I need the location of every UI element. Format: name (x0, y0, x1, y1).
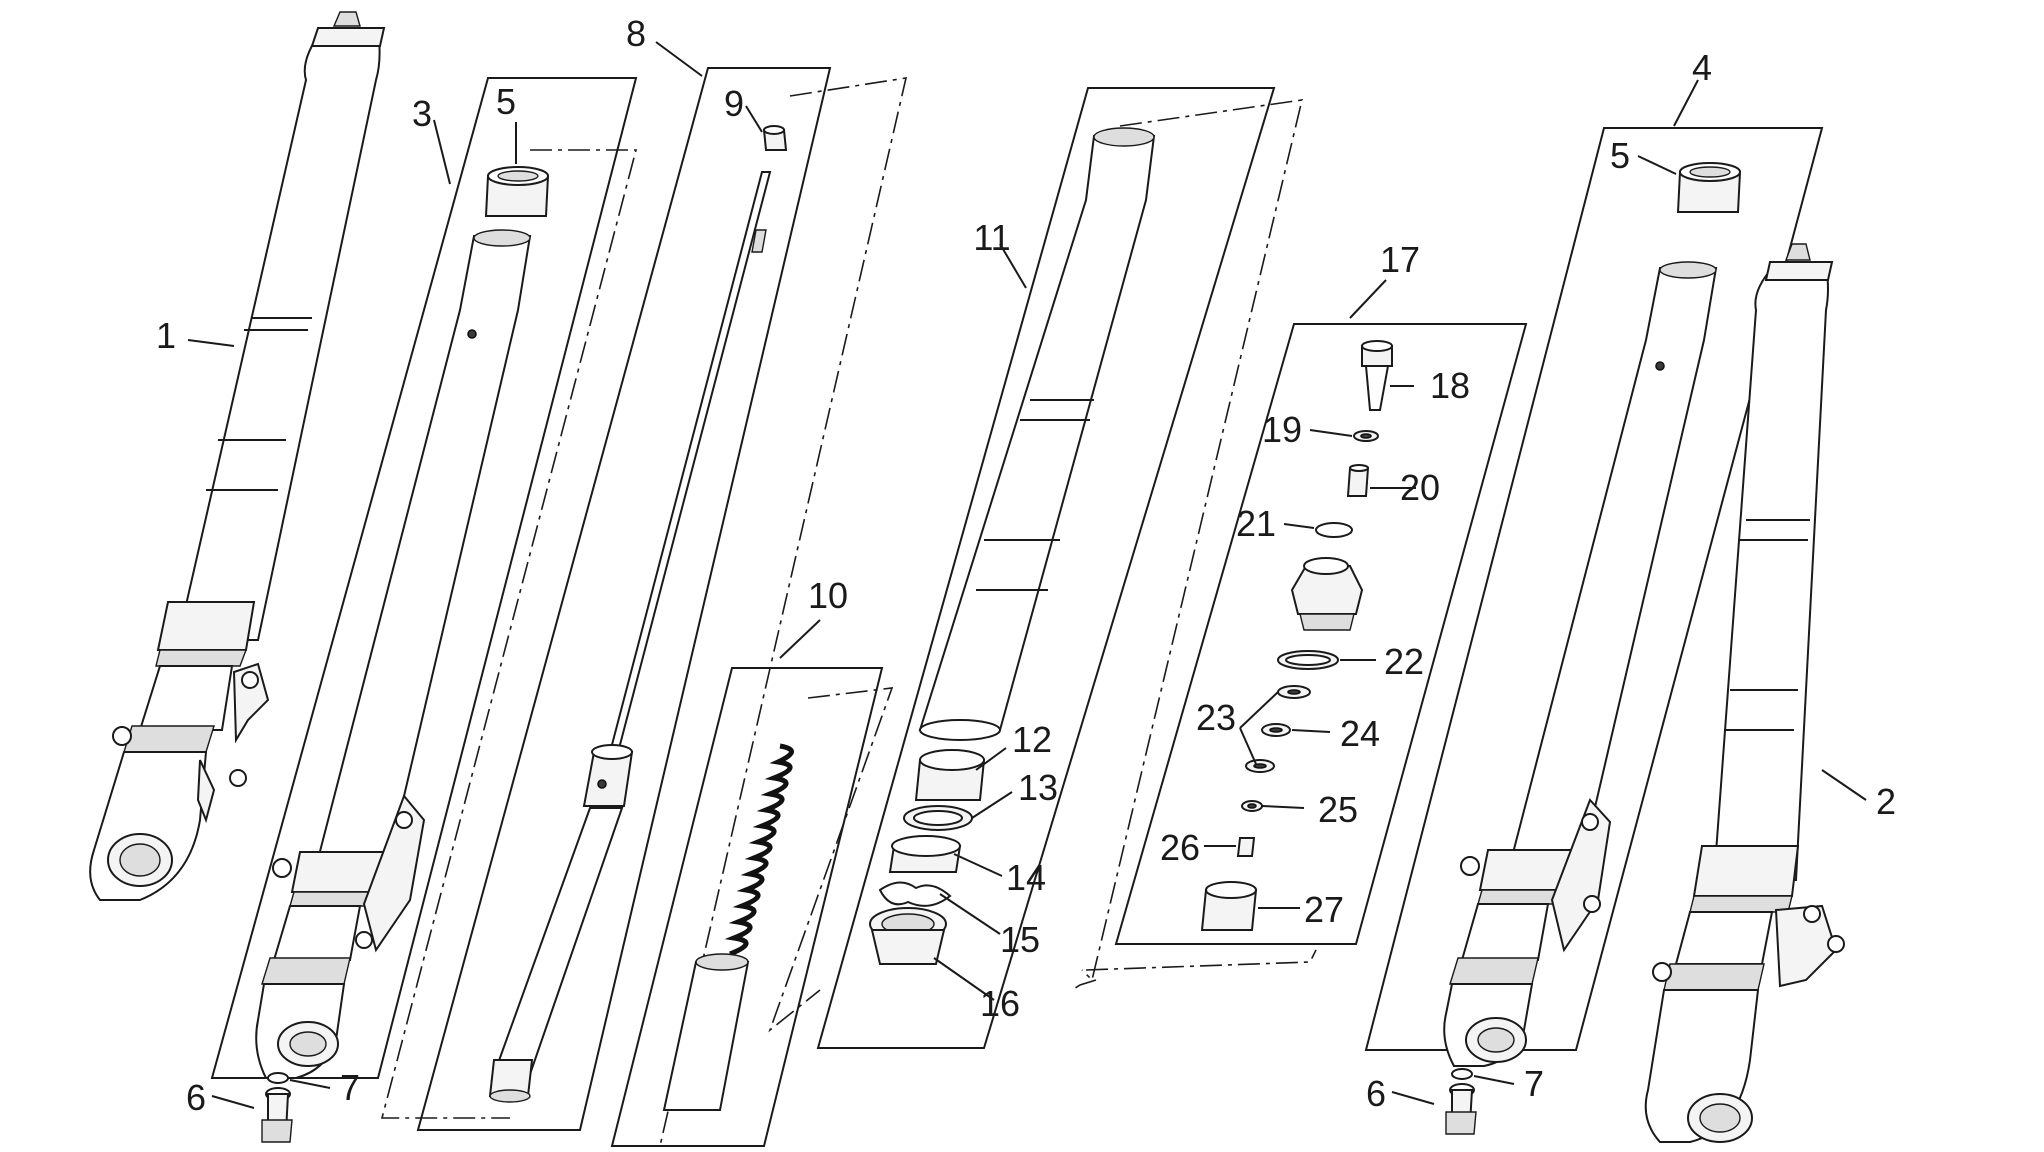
cap-9 (762, 125, 788, 151)
callout-24: 24 (1340, 713, 1380, 754)
callout-13: 13 (1018, 767, 1058, 808)
washer-19 (1353, 430, 1379, 442)
callout-labels: 1 2 3 4 5 5 6 6 7 7 8 9 10 11 12 13 14 1… (156, 13, 1896, 1118)
valve-body (1290, 557, 1364, 631)
fork-leg-left (89, 11, 386, 901)
callout-5-right: 5 (1610, 135, 1630, 176)
pin-26 (1236, 837, 1256, 857)
bushing-12 (914, 749, 986, 801)
callout-6-right: 6 (1366, 1073, 1386, 1114)
callout-4: 4 (1692, 47, 1712, 88)
assembly-line-8 (659, 77, 908, 1147)
callout-26: 26 (1160, 827, 1200, 868)
callout-7-left: 7 (340, 1067, 360, 1108)
callout-6-left: 6 (186, 1077, 206, 1118)
spring-10 (724, 743, 794, 957)
bolt-right (1445, 1068, 1477, 1135)
callout-2: 2 (1876, 781, 1896, 822)
group-frame-17 (1114, 323, 1528, 945)
outer-tube-11 (918, 127, 1156, 741)
callout-15: 15 (1000, 919, 1040, 960)
callout-9: 9 (724, 83, 744, 124)
callout-20: 20 (1400, 467, 1440, 508)
seal-14 (888, 835, 962, 873)
fork-leg-right (1644, 243, 1845, 1143)
ring-22 (1277, 650, 1339, 670)
o-ring-21 (1315, 522, 1353, 538)
callout-10: 10 (808, 575, 848, 616)
group-frame-3 (210, 77, 638, 1079)
clip-15 (878, 881, 952, 907)
callout-5-left: 5 (496, 81, 516, 122)
callout-11: 11 (973, 217, 1010, 258)
bushing-right (1676, 162, 1742, 213)
assembly-line-17 (1085, 949, 1317, 971)
callout-22: 22 (1384, 641, 1424, 682)
leader-lines (187, 41, 1867, 1109)
assembly-line-11b (1071, 979, 1097, 991)
callout-12: 12 (1012, 719, 1052, 760)
shim-23a (1277, 685, 1311, 699)
group-frame-4 (1364, 127, 1824, 1051)
callout-16: 16 (980, 983, 1020, 1024)
washer-13 (903, 805, 973, 831)
callout-27: 27 (1304, 889, 1344, 930)
spacer-20 (1346, 464, 1370, 497)
assembly-line-3 (380, 149, 638, 1119)
callout-25: 25 (1318, 789, 1358, 830)
nut-24 (1261, 723, 1291, 737)
group-frame-11 (816, 87, 1276, 1049)
damper-cartridge (488, 171, 772, 1103)
callout-18: 18 (1430, 365, 1470, 406)
washer-25 (1241, 800, 1263, 812)
callout-1: 1 (156, 315, 176, 356)
callout-19: 19 (1262, 409, 1302, 450)
callout-14: 14 (1006, 857, 1046, 898)
fork-tube-right (1443, 261, 1718, 1067)
bushing-left (484, 166, 550, 217)
callout-23: 23 (1196, 697, 1236, 738)
callout-7-right: 7 (1524, 1063, 1544, 1104)
bolt-left (261, 1072, 293, 1143)
valve-bolt-18 (1361, 340, 1393, 411)
callout-17: 17 (1380, 239, 1420, 280)
assembly-line-10 (768, 687, 894, 1033)
shim-23b (1245, 759, 1275, 773)
spacer-tube-10 (662, 953, 750, 1111)
group-frame-10 (610, 667, 884, 1147)
bushing-27 (1200, 881, 1258, 931)
assembly-line-11 (1081, 99, 1304, 982)
group-frame-8 (416, 67, 832, 1131)
callout-8: 8 (626, 13, 646, 54)
callout-21: 21 (1236, 503, 1276, 544)
fork-tube-left (255, 229, 532, 1079)
dust-seal-16 (869, 907, 947, 965)
callout-3: 3 (412, 93, 432, 134)
